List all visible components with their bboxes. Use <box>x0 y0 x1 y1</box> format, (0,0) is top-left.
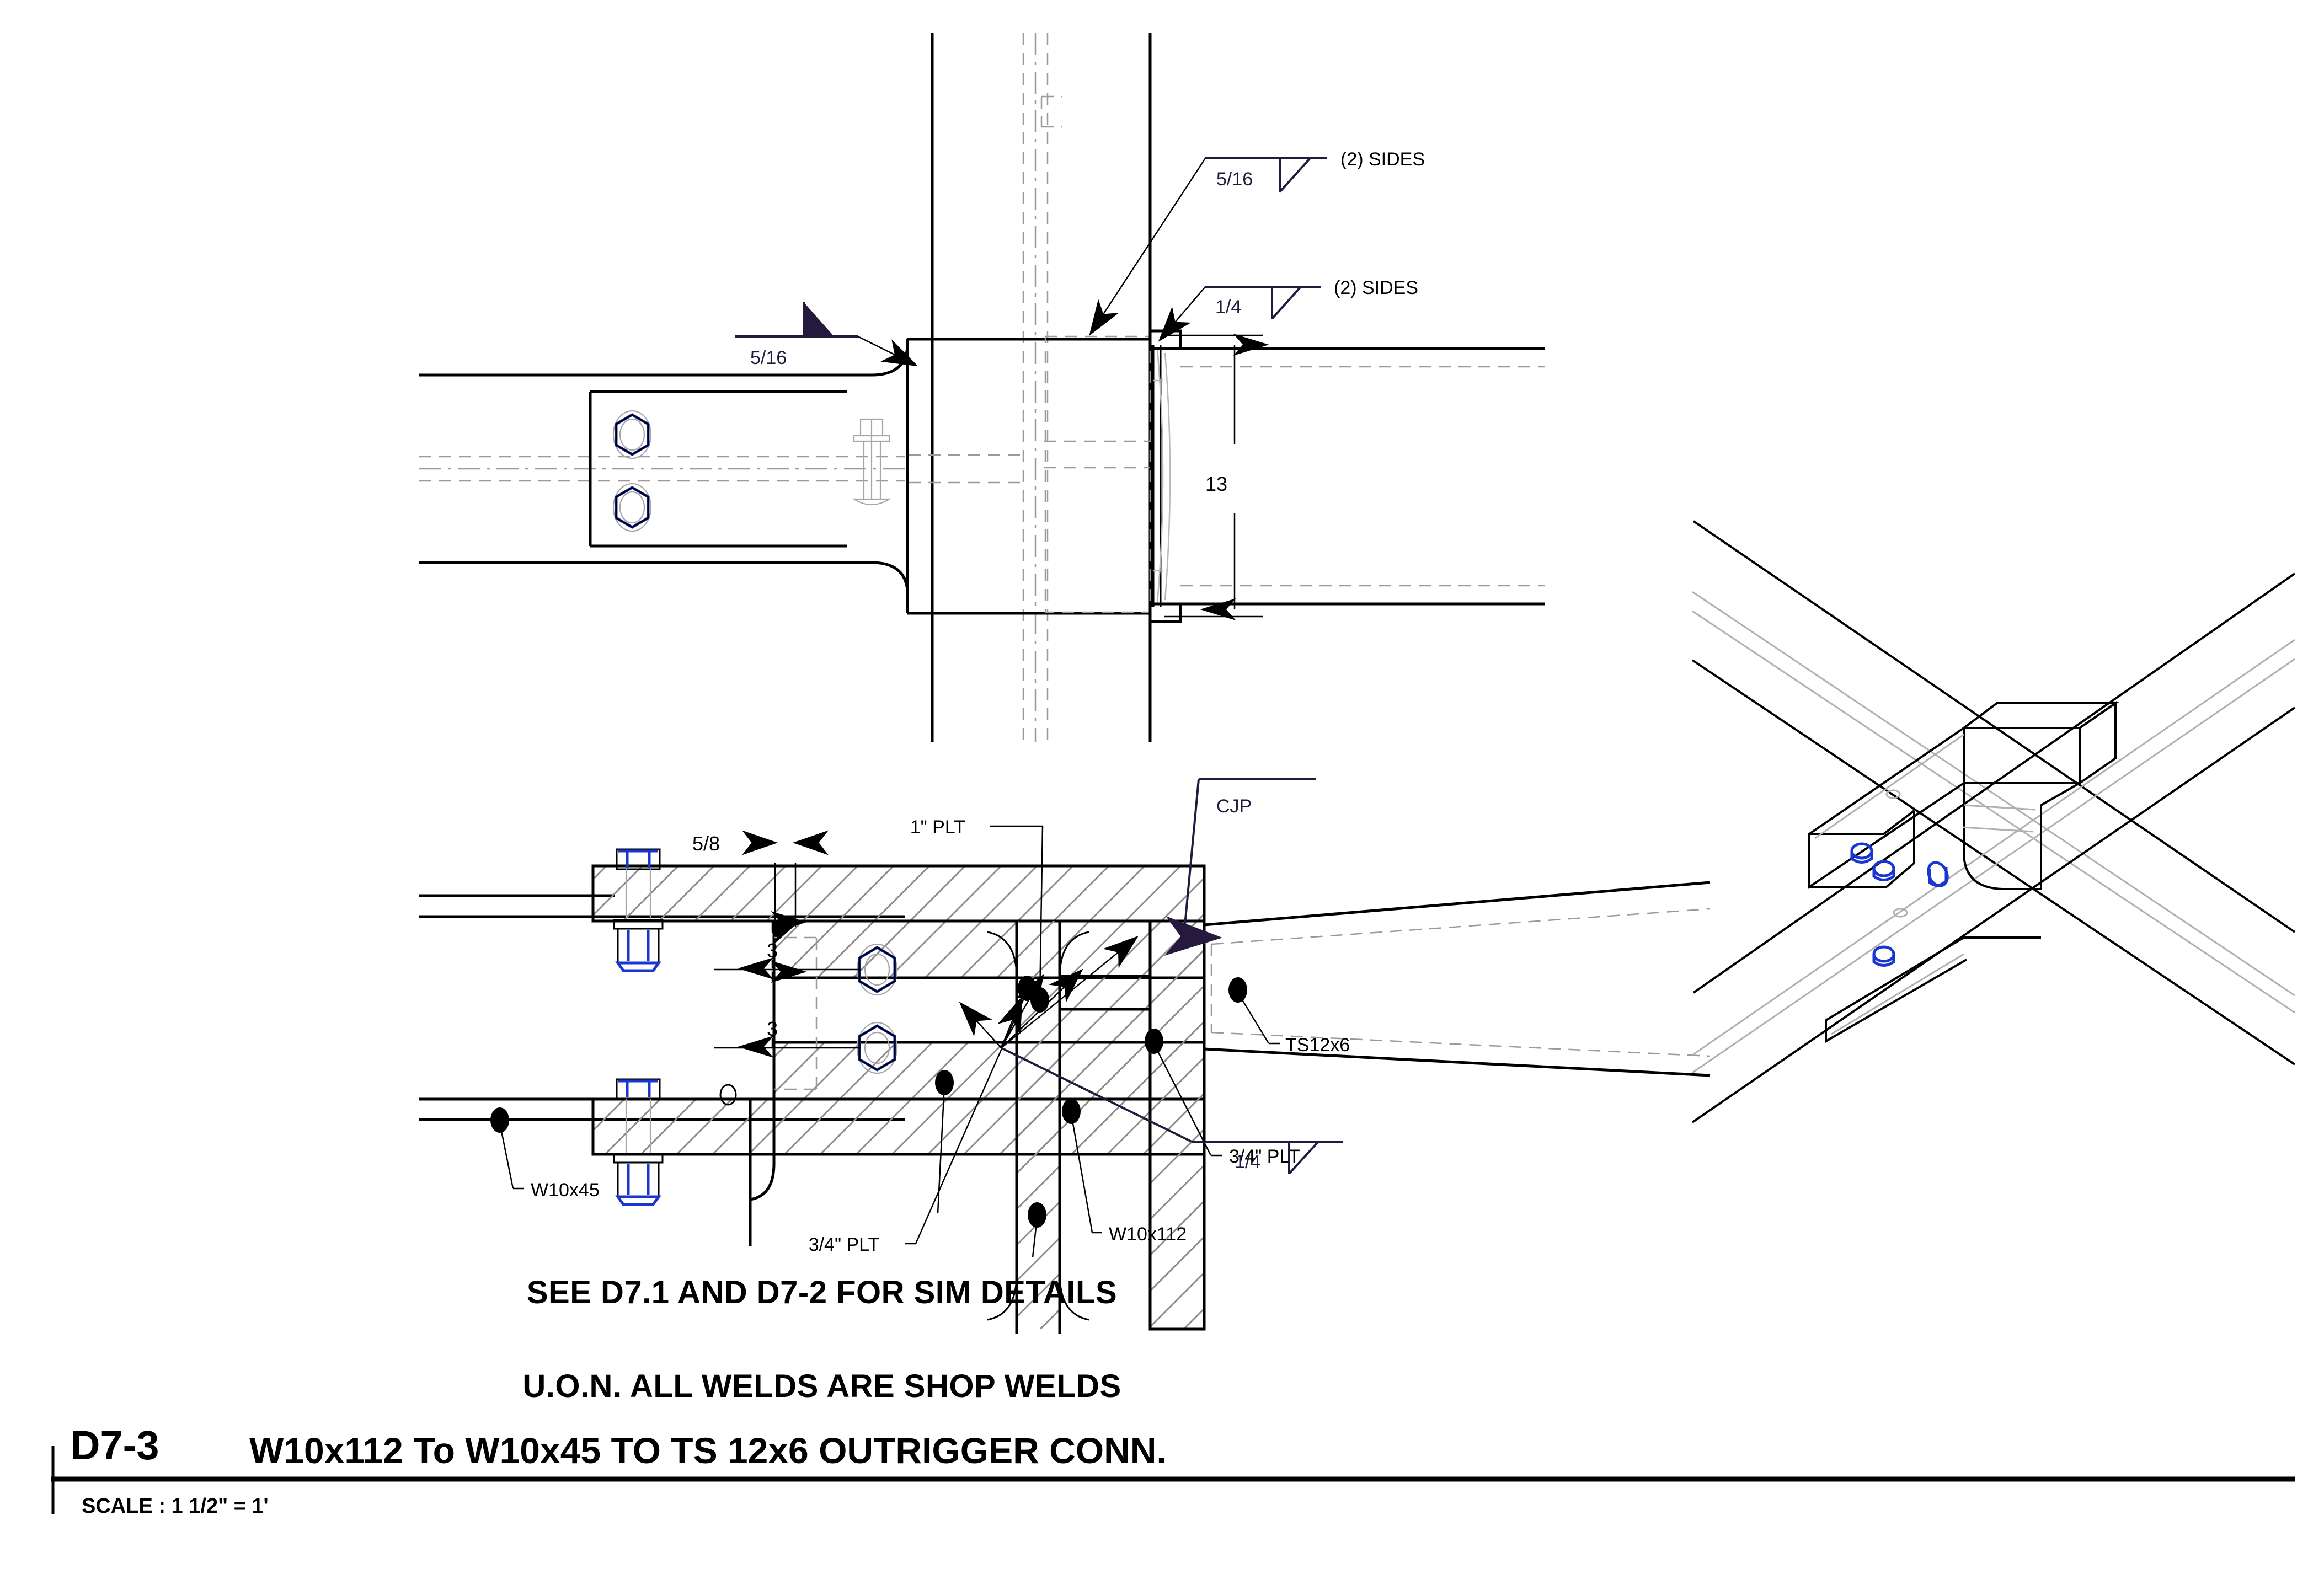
sec-top-plate <box>591 864 1206 923</box>
sec-weld-symbol-quarter: 1/4 <box>1192 1141 1343 1175</box>
general-note-1: SEE D7.1 AND D7-2 FOR SIM DETAILS <box>526 1275 1118 1310</box>
sec-ts12x6-tube <box>1203 881 1711 1077</box>
plan-bolt-upper <box>612 410 652 459</box>
general-note-2: U.O.N. ALL WELDS ARE SHOP WELDS <box>522 1368 1121 1404</box>
sec-bottom-plate <box>591 1097 1206 1156</box>
title-block <box>51 1446 2295 1514</box>
sec-w10112-notch <box>749 1163 776 1246</box>
sec-bolt-top <box>613 848 664 972</box>
leader-1in-plt: 1" PLT <box>910 817 1049 1013</box>
leader-cjp: CJP <box>1164 778 1316 956</box>
sec-dim-gage-1-value: 3 <box>767 939 778 962</box>
iso-hole-1 <box>1885 789 1901 799</box>
plan-weld-symbol-lower-right: 1/4 (2) SIDES <box>1158 277 1418 342</box>
plan-weld-lower-right-size: 1/4 <box>1215 297 1241 318</box>
label-ts12x6: TS12x6 <box>1285 1035 1350 1056</box>
sec-w10112-bot-flange <box>772 1041 1206 1101</box>
plan-dim-depth: 13 <box>1164 334 1269 620</box>
iso-bolt-4 <box>1872 945 1895 967</box>
plan-weld-upper-right-suffix: (2) SIDES <box>1340 149 1425 170</box>
sec-dim-plate-offset-value: 5/8 <box>692 832 720 855</box>
section-view: 5/8 3 3 1" PLT CJP <box>419 778 1711 1334</box>
detail-tag: D7-3 <box>71 1422 159 1468</box>
label-w10x112: W10x112 <box>1109 1224 1187 1245</box>
plan-hidden-small-marks <box>1040 95 1062 128</box>
sec-dim-bolt-gage: 3 3 <box>714 911 861 1058</box>
plan-view: 13 5/16 5/16 (2) SIDES 1/4 (2) SIDES <box>419 33 1545 742</box>
plan-weld-symbol-upper-right: 5/16 (2) SIDES <box>1089 149 1425 336</box>
sec-open-hole <box>719 1084 737 1106</box>
label-cjp: CJP <box>1216 796 1252 817</box>
sec-weld-arrow-cluster <box>959 935 1192 1143</box>
detail-title: W10x112 To W10x45 TO TS 12x6 OUTRIGGER C… <box>249 1430 1167 1471</box>
scale-label: SCALE : 1 1/2" = 1' <box>82 1495 269 1518</box>
plan-weld-left-size: 5/16 <box>750 347 787 368</box>
plan-weld-upper-right-size: 5/16 <box>1216 169 1253 190</box>
plan-weld-bump-bot <box>1148 602 1182 623</box>
plan-weld-lower-right-suffix: (2) SIDES <box>1334 277 1418 298</box>
iso-bolt-2 <box>1872 860 1895 881</box>
plan-hidden-web-outline <box>909 335 1151 613</box>
plan-bolt-lower <box>612 483 652 532</box>
sec-bolt-bottom <box>613 1078 664 1206</box>
label-1in-plt: 1" PLT <box>910 817 965 838</box>
leader-w10x45: W10x45 <box>490 1107 600 1201</box>
sec-dim-gage-2-value: 3 <box>767 1018 778 1040</box>
sec-bolt-group-hidden <box>774 936 818 1090</box>
plan-dim-depth-value: 13 <box>1205 473 1227 495</box>
plan-weld-symbol-left: 5/16 <box>735 302 918 368</box>
plan-stub-fillet-bot <box>844 561 909 598</box>
label-w10x45: W10x45 <box>531 1180 600 1201</box>
leader-ts12x6: TS12x6 <box>1228 977 1350 1056</box>
sec-dot-markers <box>935 1070 1046 1258</box>
iso-bolt-1 <box>1850 842 1873 864</box>
isometric-view <box>1691 520 2296 1123</box>
iso-bolt-3 <box>1927 861 1949 887</box>
plan-ghost-bolt <box>852 418 891 505</box>
leader-w10x112: W10x112 <box>1062 1099 1187 1245</box>
sec-stiffener-plates <box>1058 975 1152 1044</box>
label-34-plt-bottom: 3/4" PLT <box>809 1234 880 1255</box>
plan-end-plate <box>1151 345 1171 607</box>
sec-weld-quarter-size: 1/4 <box>1235 1152 1260 1173</box>
iso-hole-2 <box>1893 908 1908 918</box>
